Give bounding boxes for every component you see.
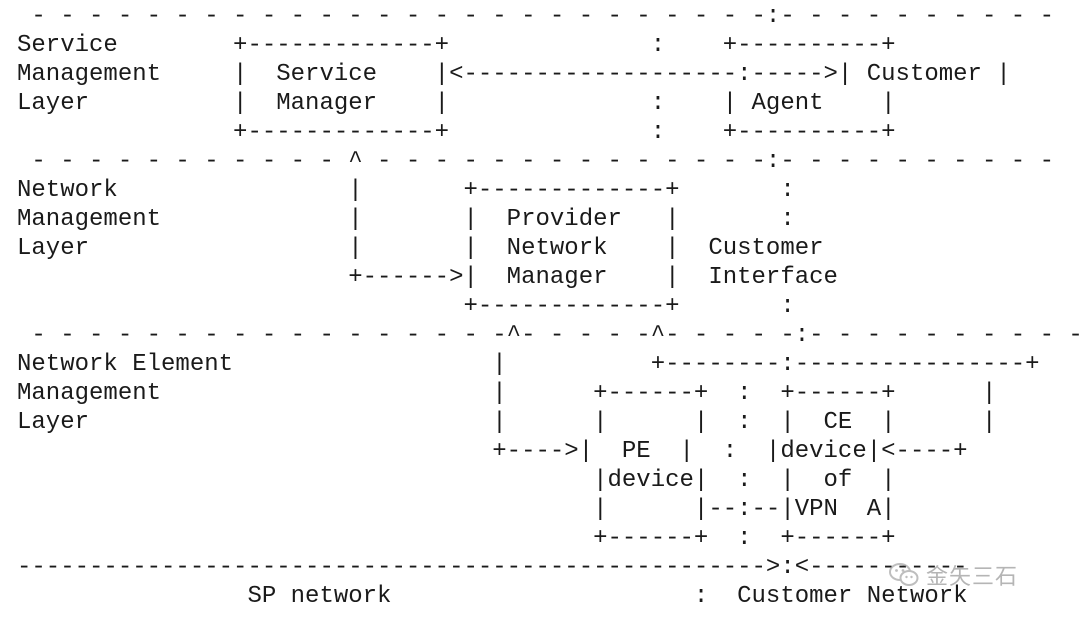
diagram-line: ----------------------------------------… [17, 554, 968, 581]
diagram-line: Management | +------+ : +------+ | [17, 380, 997, 407]
diagram-line: +------>| Manager | Interface [17, 264, 838, 291]
diagram-line: SP network : Customer Network [17, 583, 968, 610]
diagram-line: | |--:--|VPN A| [17, 496, 896, 523]
diagram-line: Management | Service |<-----------------… [17, 61, 1011, 88]
diagram-line: Management | | Provider | : [17, 206, 795, 233]
diagram-line: - - - - - - - - - - - ^ - - - - - - - - … [17, 148, 1054, 175]
diagram-line: +-------------+ : +----------+ [17, 119, 896, 146]
diagram-line: Service +-------------+ : +----------+ [17, 32, 896, 59]
diagram-line: - - - - - - - - - - - - - - - - - - - - … [17, 3, 1054, 30]
diagram-line: +---->| PE | : |device|<----+ [17, 438, 968, 465]
diagram-line: - - - - - - - - - - - - - - - - -^- - - … [17, 322, 1080, 349]
diagram-line: Layer | | Network | Customer [17, 235, 824, 262]
ascii-architecture-diagram: - - - - - - - - - - - - - - - - - - - - … [17, 2, 1080, 622]
diagram-line: Network Element | +--------:------------… [17, 351, 1040, 378]
diagram-line: Network | +-------------+ : [17, 177, 795, 204]
diagram-line: Layer | Manager | : | Agent | [17, 90, 896, 117]
diagram-line: Layer | | | : | CE | | [17, 409, 997, 436]
diagram-line: |device| : | of | [17, 467, 896, 494]
diagram-line: +-------------+ : [17, 293, 795, 320]
diagram-line: +------+ : +------+ [17, 525, 896, 552]
